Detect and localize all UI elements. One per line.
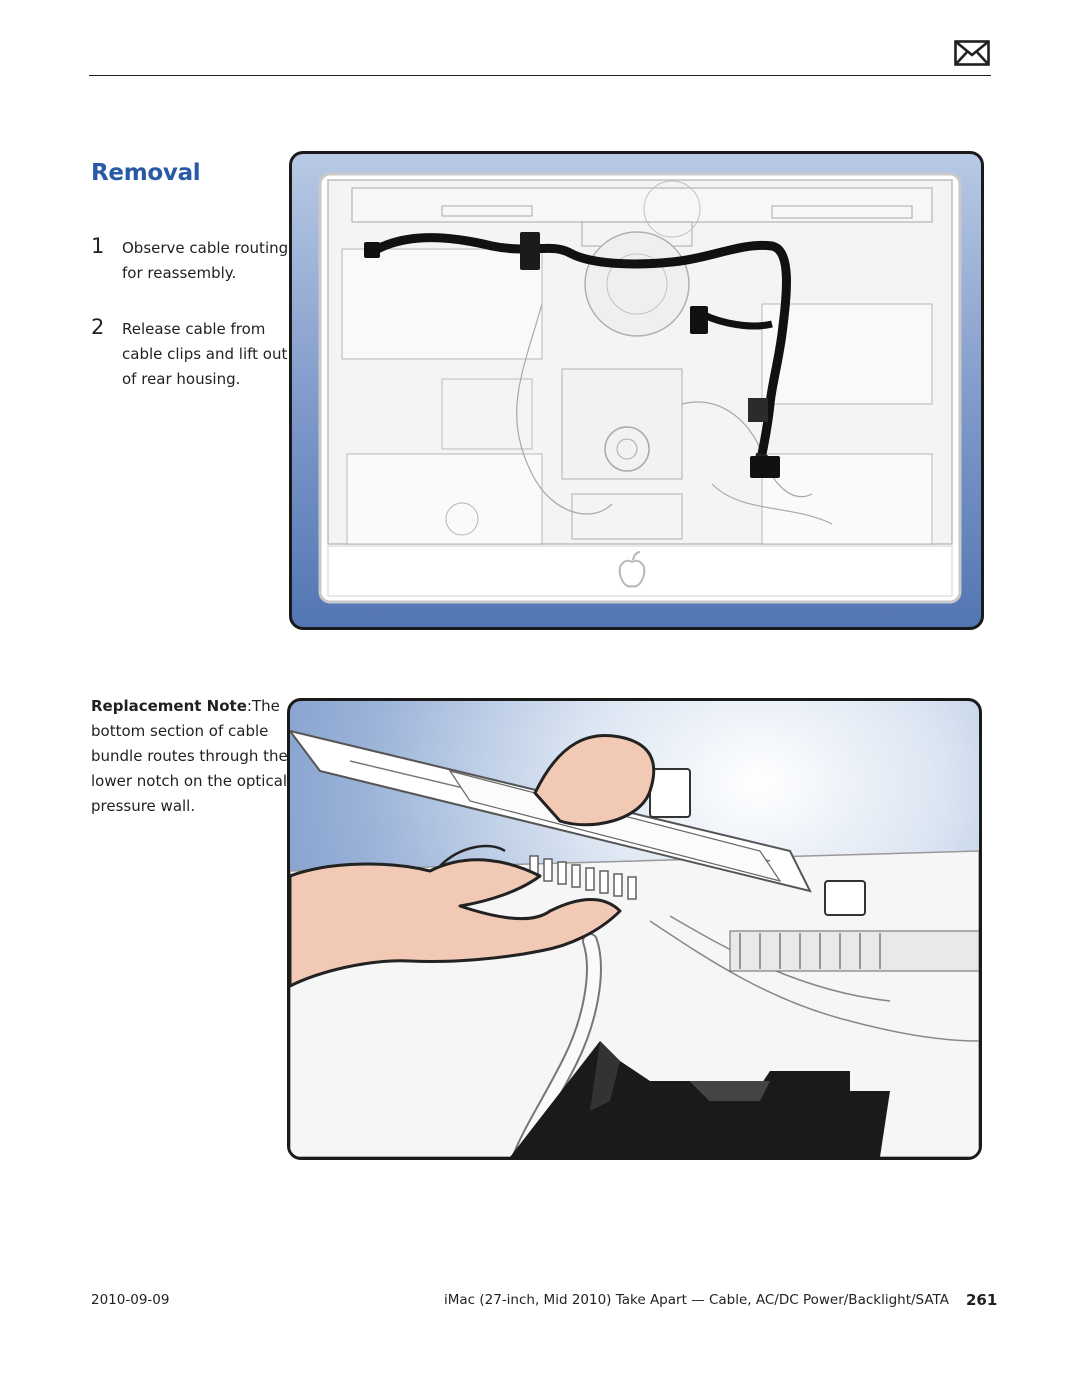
note-label: Replacement Note xyxy=(91,697,247,715)
footer-title: iMac (27-inch, Mid 2010) Take Apart — Ca… xyxy=(443,1292,949,1308)
step-number: 2 xyxy=(91,315,105,339)
step-number: 1 xyxy=(91,234,105,258)
footer-date: 2010-09-09 xyxy=(91,1292,170,1308)
header-rule xyxy=(89,75,991,76)
page-number: 261 xyxy=(966,1291,998,1309)
note-text: The bottom section of cable bundle route… xyxy=(91,697,288,815)
rear-housing-illustration xyxy=(289,151,984,630)
envelope-icon[interactable] xyxy=(954,40,990,66)
cable-notch-illustration xyxy=(287,698,982,1160)
step-text: Release cable from cable clips and lift … xyxy=(122,320,288,388)
step-text: Observe cable routing for reassembly. xyxy=(122,239,289,282)
section-title: Removal xyxy=(91,160,201,186)
replacement-note: Replacement Note:The bottom section of c… xyxy=(91,694,291,819)
note-separator: : xyxy=(246,697,252,715)
